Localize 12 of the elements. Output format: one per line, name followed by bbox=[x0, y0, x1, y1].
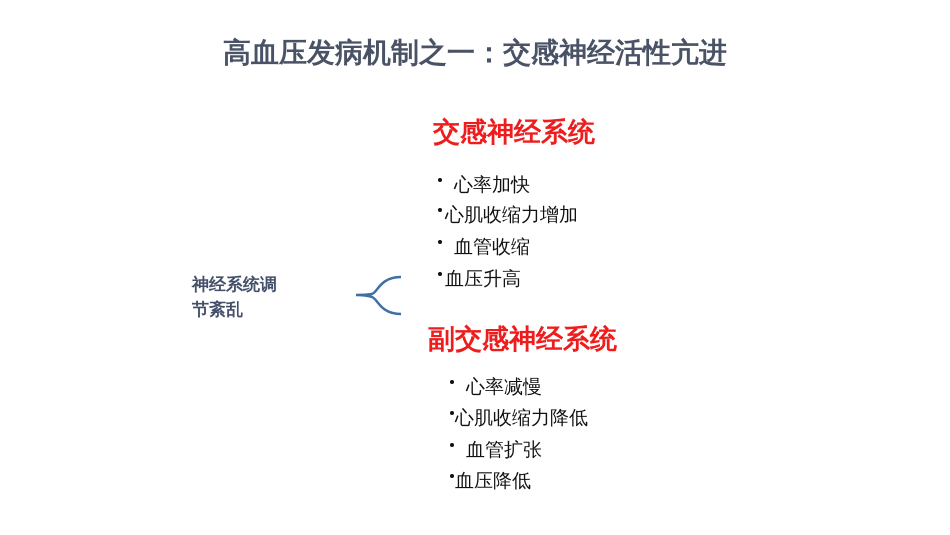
heading: 副交感神经系统 bbox=[428, 323, 617, 357]
list-item: 血管扩张 bbox=[466, 438, 542, 463]
list-item: 血管收缩 bbox=[454, 235, 530, 260]
list-item: 血压升高 bbox=[445, 267, 521, 292]
list-item: 血压降低 bbox=[455, 469, 531, 494]
list-item: 心肌收缩力增加 bbox=[445, 203, 578, 228]
list-item: 心率减慢 bbox=[466, 375, 542, 400]
heading: 交感神经系统 bbox=[433, 116, 595, 150]
text-label: 神经系统调节紊乱 bbox=[192, 274, 278, 322]
title: 高血压发病机制之一：交感神经活性亢进 bbox=[222, 35, 728, 71]
list-item: 心肌收缩力降低 bbox=[455, 406, 588, 431]
list-item: 心率加快 bbox=[454, 173, 530, 198]
